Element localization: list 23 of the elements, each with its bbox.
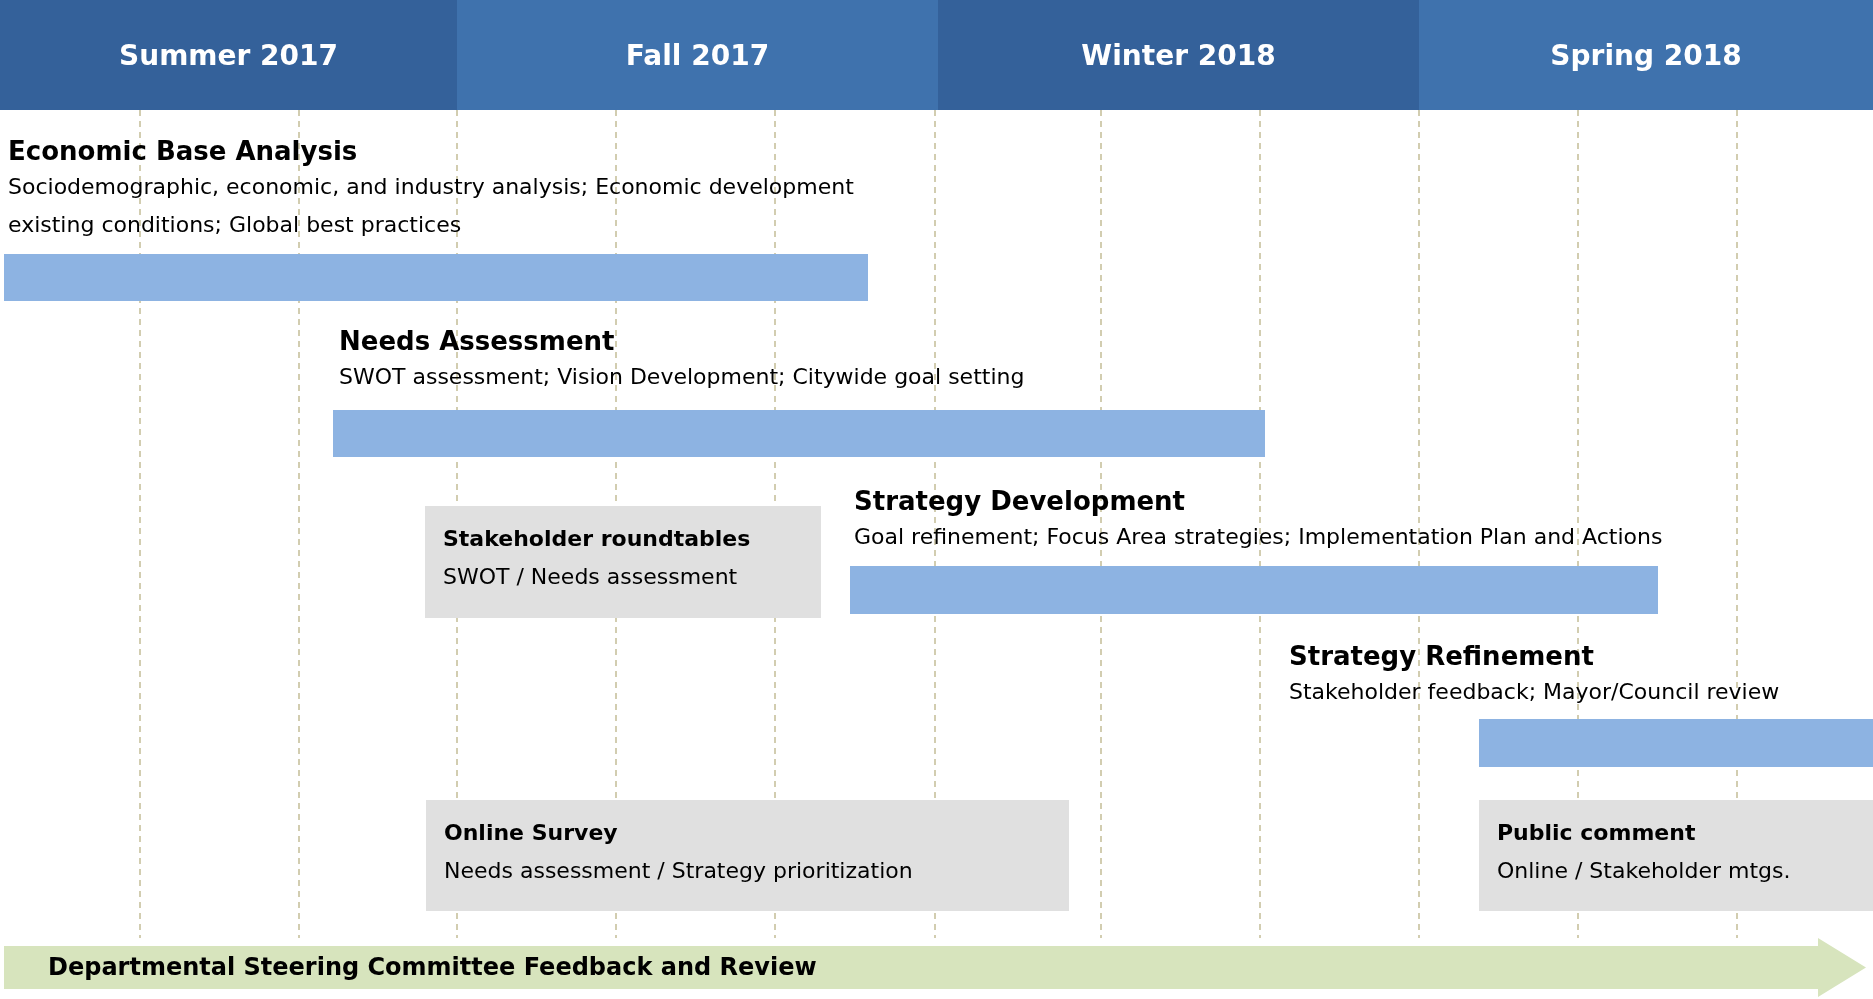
activity-description: Stakeholder feedback; Mayor/Council review (1289, 678, 1781, 706)
quarter-header: Fall 2017 (457, 0, 938, 110)
activity-box (425, 506, 821, 618)
activity-description: Goal refinement; Focus Area strategies; Implementation Plan and Actions (854, 523, 1664, 551)
activity-description: SWOT assessment; Vision Development; Citywide goal setting (339, 363, 1026, 391)
box-description: SWOT / Needs assessment (443, 563, 739, 591)
box-title: Online Survey (444, 819, 619, 847)
activity-box (426, 800, 1069, 911)
activity-title: Strategy Refinement (1289, 640, 1595, 673)
timeline-band-arrow (4, 938, 1866, 997)
activity-title: Economic Base Analysis (8, 135, 359, 168)
quarter-header: Spring 2018 (1419, 0, 1873, 110)
activity-box (1479, 800, 1873, 911)
quarter-header: Summer 2017 (0, 0, 457, 110)
box-description: Online / Stakeholder mtgs. (1497, 857, 1792, 885)
band-label: Departmental Steering Committee Feedback and Review (48, 952, 817, 982)
box-title: Stakeholder roundtables (443, 525, 752, 553)
box-description: Needs assessment / Strategy prioritization (444, 857, 914, 885)
activity-description: Sociodemographic, economic, and industry analysis; Economic development existing conditions; Global best practices (8, 173, 855, 239)
box-title: Public comment (1497, 819, 1697, 847)
activity-title: Needs Assessment (339, 325, 616, 358)
activity-title: Strategy Development (854, 485, 1187, 518)
quarter-header: Winter 2018 (938, 0, 1419, 110)
